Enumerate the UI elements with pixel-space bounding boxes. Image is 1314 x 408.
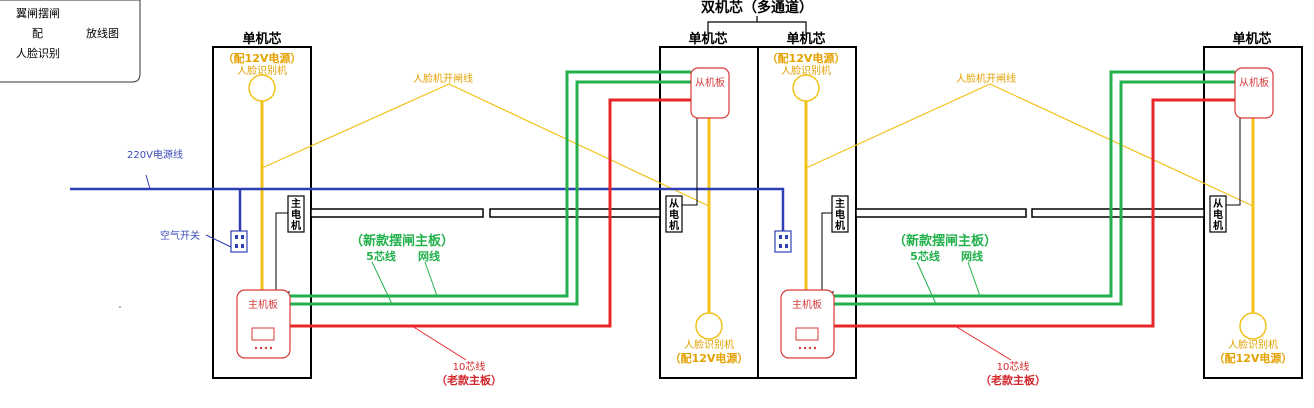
face-reader-label-right: 人脸识别机 <box>1228 338 1278 351</box>
five-core-right: 5芯线 <box>910 249 940 263</box>
power-line-pointer <box>145 174 151 190</box>
ten-core-right: 10芯线 <box>997 360 1030 373</box>
face-reader-label-left: 人脸识别机 <box>237 64 287 77</box>
old-main-board-left: （老款主板） <box>436 373 502 387</box>
gate-arms <box>310 208 1205 218</box>
main-board-left-label: 主机板 <box>248 298 278 311</box>
five-core-left: 5芯线 <box>366 249 396 263</box>
main-motor-left <box>287 195 305 233</box>
face-open-lines <box>261 83 1254 207</box>
power-12v-labels: （配12V电源） （配12V电源） （配12V电源） （配12V电源） <box>223 51 1293 365</box>
legend-box: 翼闸摆闸 配 放线图 人脸识别 <box>0 0 141 83</box>
face-reader-label-mid-right: 人脸识别机 <box>781 64 831 77</box>
face-open-label-left: 人脸机开闸线 <box>413 72 473 85</box>
legend-line-1: 翼闸摆闸 <box>16 6 60 20</box>
new-main-board-labels: （新款摆闸主板） （新款摆闸主板） 5芯线 网线 5芯线 网线 <box>350 233 997 263</box>
slave-motor-left <box>665 195 683 233</box>
motor-wires <box>275 117 1252 293</box>
dual-core-title: 双机芯（多通道） <box>701 0 813 16</box>
main-motor-left-label: 主电机 <box>291 197 301 232</box>
main-motor-right-label: 主电机 <box>835 197 845 232</box>
power-line-220v <box>70 187 785 232</box>
main-board-right: 主机板 <box>780 289 835 359</box>
slave-board-right: 从机板 <box>1234 67 1274 119</box>
power-12v-mid-right: （配12V电源） <box>767 51 846 65</box>
main-motor-right <box>831 195 849 233</box>
ten-core-left: 10芯线 <box>453 360 486 373</box>
face-readers <box>248 74 1267 340</box>
legend-line-3: 人脸识别 <box>16 46 60 60</box>
main-board-left: 主机板 <box>236 289 291 359</box>
face-reader-label-mid-left: 人脸识别机 <box>684 338 734 351</box>
new-main-board-right: （新款摆闸主板） <box>893 233 997 249</box>
main-board-right-label: 主机板 <box>792 298 822 311</box>
air-switch-left <box>230 230 248 253</box>
air-switch-pointer <box>205 234 232 248</box>
slave-motor-right-label: 从电机 <box>1213 198 1223 232</box>
cabinet-title-mid-left: 单机芯 <box>688 31 727 47</box>
net-line-left: 网线 <box>418 249 440 263</box>
cabinet-title-mid-right: 单机芯 <box>786 31 825 47</box>
net-line-right: 网线 <box>961 249 983 263</box>
label-pointers-green <box>371 261 981 305</box>
slave-motor-left-label: 从电机 <box>669 198 679 232</box>
new-main-board-left: （新款摆闸主板） <box>350 233 454 249</box>
slave-board-right-label: 从机板 <box>1239 76 1269 89</box>
face-reader-lines <box>260 98 1255 316</box>
motor-labels: 主电机 主电机 从电机 从电机 <box>291 197 1223 232</box>
slave-motor-right <box>1209 195 1227 233</box>
old-main-board-right: （老款主板） <box>980 373 1046 387</box>
red-cables <box>290 98 1235 328</box>
cabinet-title-left: 单机芯 <box>242 31 281 47</box>
dual-core-bracket <box>707 16 807 34</box>
power-12v-left: （配12V电源） <box>223 51 302 65</box>
air-switch-right <box>774 230 792 253</box>
face-open-label-right: 人脸机开闸线 <box>956 72 1016 85</box>
stray-dot <box>119 306 121 308</box>
legend-line-2a: 配 <box>32 27 43 40</box>
power-12v-mid-left: （配12V电源） <box>670 351 749 365</box>
slave-board-left: 从机板 <box>690 67 730 119</box>
power-12v-right: （配12V电源） <box>1214 351 1293 365</box>
legend-line-2b: 放线图 <box>86 26 119 40</box>
face-reader-labels: 人脸识别机 人脸识别机 人脸识别机 人脸识别机 <box>237 64 1278 351</box>
green-cables <box>290 70 1235 306</box>
cabinet-title-right: 单机芯 <box>1232 31 1271 47</box>
air-switch-label: 空气开关 <box>160 229 200 242</box>
slave-board-left-label: 从机板 <box>695 76 725 89</box>
label-pointers-red <box>411 325 1012 361</box>
power-line-label: 220V电源线 <box>127 148 183 161</box>
ten-core-labels: 10芯线 10芯线 （老款主板） （老款主板） <box>436 360 1046 387</box>
